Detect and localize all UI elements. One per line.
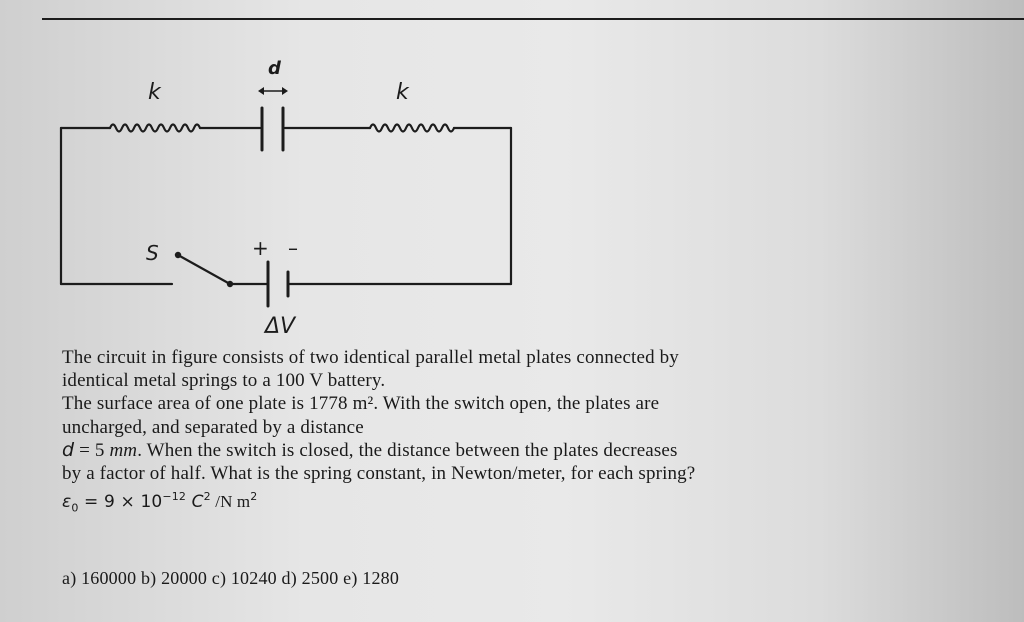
problem-line-4: uncharged, and separated by a distance: [62, 416, 364, 438]
spring-right: [368, 123, 456, 133]
problem-line-2: identical metal springs to a 100 V batte…: [62, 370, 386, 392]
distance-unit: mm: [109, 439, 138, 461]
epsilon-value: = 9 × 10: [78, 492, 163, 513]
circuit-diagram: [59, 87, 513, 308]
problem-line-3: The surface area of one plate is 1778 m²…: [62, 393, 660, 415]
battery-plus-label: +: [252, 236, 269, 260]
gap-label: d: [268, 58, 281, 79]
distance-variable: d: [62, 438, 75, 461]
spring-left: [108, 123, 202, 133]
problem-text: The circuit in figure consists of two id…: [62, 346, 842, 520]
switch-blade: [176, 253, 232, 286]
spring-left-label: k: [148, 80, 161, 105]
gap-arrow-head-right: [282, 87, 288, 95]
switch-pivot: [174, 251, 182, 259]
spring-right-label: k: [396, 80, 409, 105]
epsilon-unit-c: C: [186, 492, 204, 513]
gap-arrow-head-left: [258, 87, 264, 95]
epsilon-subscript: 0: [71, 501, 79, 515]
epsilon-unit-c-exponent: 2: [203, 490, 211, 504]
problem-line-5-rest: . When the switch is closed, the distanc…: [137, 439, 678, 461]
problem-line-1: The circuit in figure consists of two id…: [62, 347, 679, 368]
answer-choices: a) 160000 b) 20000 c) 10240 d) 2500 e) 1…: [62, 568, 400, 588]
permittivity-line: ε0 = 9 × 10−12 C2 /N m2: [62, 485, 842, 520]
epsilon-symbol: ε: [62, 492, 72, 513]
switch-contact: [226, 280, 234, 288]
problem-line-5: d = 5 mm. When the switch is closed, the…: [62, 439, 842, 462]
problem-line-6: by a factor of half. What is the spring …: [62, 463, 696, 485]
epsilon-unit-rest: /N m: [210, 492, 251, 512]
distance-equals: = 5: [74, 439, 110, 461]
top-rule: [42, 18, 1024, 20]
switch-label: S: [146, 241, 159, 265]
battery-voltage-label: ΔV: [265, 314, 296, 339]
battery-minus-label: –: [288, 236, 298, 260]
epsilon-unit-m-exponent: 2: [250, 490, 258, 504]
epsilon-exponent: −12: [162, 490, 187, 504]
